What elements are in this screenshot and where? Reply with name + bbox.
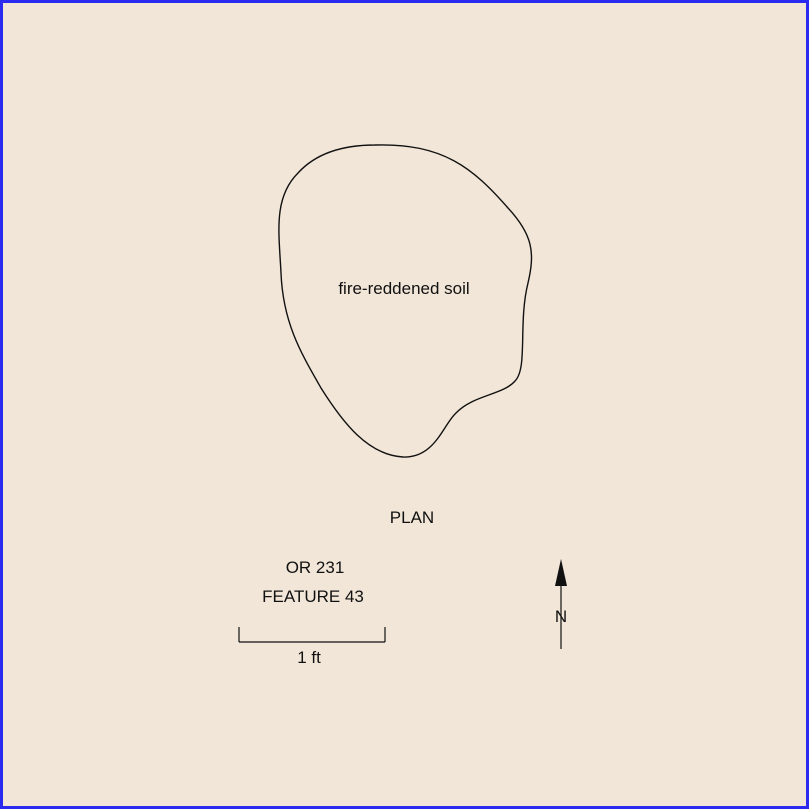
scale-bar-label: 1 ft xyxy=(297,648,321,667)
north-arrow-icon xyxy=(555,559,567,649)
feature-label: fire-reddened soil xyxy=(338,279,469,298)
north-arrow-label: N xyxy=(555,607,567,626)
site-number: OR 231 xyxy=(286,558,345,577)
feature-outline xyxy=(278,144,533,458)
scale-bar xyxy=(238,627,386,643)
north-arrow-head xyxy=(555,559,567,586)
feature-plan-drawing: fire-reddened soil PLAN OR 231 FEATURE 4… xyxy=(238,144,567,667)
view-label: PLAN xyxy=(390,508,434,527)
feature-number: FEATURE 43 xyxy=(262,587,364,606)
